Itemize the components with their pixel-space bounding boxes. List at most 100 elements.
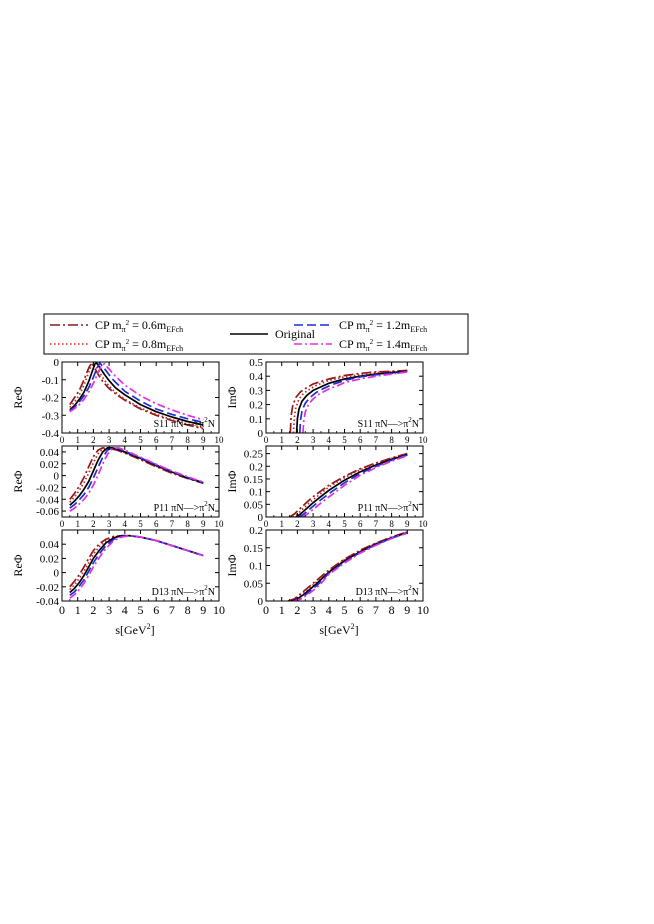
series-line-orig xyxy=(69,446,204,506)
x-tick-label: 7 xyxy=(373,603,379,617)
series-line-cp12 xyxy=(69,446,204,509)
series-group xyxy=(289,369,408,433)
x-tick-label-top: 5 xyxy=(138,519,143,529)
y-tick-label: -0.02 xyxy=(36,582,59,594)
x-tick-label-top: 10 xyxy=(215,435,225,445)
series-line-orig xyxy=(69,534,204,594)
y-axis-label: ReΦ xyxy=(11,470,25,492)
x-tick-label: 10 xyxy=(417,603,429,617)
x-tick-label: 5 xyxy=(342,603,348,617)
x-tick-label-top: 9 xyxy=(405,435,410,445)
y-tick-label: 0.15 xyxy=(244,474,264,486)
panel-annotation: P11 πN—>π2N xyxy=(358,500,419,514)
series-line-cp12 xyxy=(298,371,408,433)
x-tick-label-top: 7 xyxy=(374,519,379,529)
legend-label-cp06: CP mπ2 = 0.6mEFch xyxy=(95,318,183,334)
series-line-cp12 xyxy=(69,362,204,424)
x-tick-label-top: 8 xyxy=(185,435,190,445)
x-tick-label-top: 0 xyxy=(264,519,269,529)
x-axis-label-right: s[GeV2] xyxy=(319,622,358,637)
y-tick-label: 0.1 xyxy=(249,414,263,426)
x-tick-label-top: 1 xyxy=(75,519,80,529)
series-line-cp06 xyxy=(287,530,408,601)
y-tick-label: 0 xyxy=(258,596,264,608)
x-tick-label-top: 0 xyxy=(60,519,65,529)
y-tick-label: -0.04 xyxy=(36,494,59,506)
x-tick-label: 9 xyxy=(404,603,410,617)
chart-panel-d13-im: 0011223344556677889910100.20.150.10.050I… xyxy=(225,519,429,617)
x-tick-label-top: 9 xyxy=(405,519,410,529)
x-tick-label-top: 4 xyxy=(123,519,128,529)
y-axis-label: ImΦ xyxy=(225,470,239,492)
series-line-cp06 xyxy=(69,362,204,430)
series-line-cp06 xyxy=(69,534,204,588)
series-line-cp14 xyxy=(294,532,408,601)
x-tick-label-top: 6 xyxy=(154,519,159,529)
shared-xlabel-right: s[GeV2] xyxy=(319,622,358,637)
y-tick-label: -0.2 xyxy=(42,393,59,405)
shared-xlabel-left: s[GeV2] xyxy=(115,622,154,637)
y-tick-label: 0.25 xyxy=(244,449,264,461)
x-tick-label-top: 8 xyxy=(389,519,394,529)
y-tick-label: 0.05 xyxy=(244,578,264,590)
x-tick-label-top: 9 xyxy=(201,519,206,529)
x-tick-label-top: 3 xyxy=(107,519,112,529)
x-tick-label-top: 5 xyxy=(342,519,347,529)
series-line-cp12 xyxy=(292,531,408,601)
panel-annotation: P11 πN—>π2N xyxy=(154,500,215,514)
series-line-cp12 xyxy=(298,454,408,517)
x-tick-label-top: 10 xyxy=(419,435,429,445)
x-tick-label-top: 2 xyxy=(295,519,300,529)
y-tick-label: 0.5 xyxy=(249,357,263,369)
x-tick-label-top: 0 xyxy=(264,435,269,445)
series-group xyxy=(69,362,204,430)
series-group xyxy=(287,530,408,601)
series-line-cp08 xyxy=(292,453,408,517)
series-line-cp14 xyxy=(69,534,204,599)
y-tick-label: 0.2 xyxy=(249,400,263,412)
series-line-cp08 xyxy=(292,369,408,433)
y-tick-label: -0.06 xyxy=(36,506,59,518)
y-tick-label: -0.4 xyxy=(42,428,60,440)
x-tick-label-top: 10 xyxy=(215,519,225,529)
y-tick-label: -0.1 xyxy=(42,375,59,387)
x-tick-label-top: 8 xyxy=(389,435,394,445)
x-tick-label-top: 5 xyxy=(342,435,347,445)
series-line-cp14 xyxy=(302,371,408,433)
x-tick-label: 6 xyxy=(153,603,159,617)
x-tick-label: 1 xyxy=(279,603,285,617)
series-line-cp06 xyxy=(289,369,408,433)
y-tick-label: 0.04 xyxy=(40,539,60,551)
series-group xyxy=(69,446,204,512)
x-tick-label-top: 8 xyxy=(185,519,190,529)
panel-annotation: D13 πN—>π2N xyxy=(152,584,215,598)
y-tick-label: 0.02 xyxy=(40,459,59,471)
x-tick-label-top: 9 xyxy=(201,435,206,445)
y-tick-label: -0.3 xyxy=(42,410,60,422)
x-tick-label: 7 xyxy=(169,603,175,617)
x-tick-label-top: 7 xyxy=(170,519,175,529)
series-line-orig xyxy=(295,453,408,517)
y-tick-label: 0 xyxy=(258,512,264,524)
y-tick-label: 0.4 xyxy=(249,371,263,383)
panel-annotation: S11 πN—>π2N xyxy=(154,416,215,430)
legend-label-orig: Original xyxy=(275,327,316,341)
x-tick-label: 5 xyxy=(138,603,144,617)
x-tick-label: 9 xyxy=(200,603,206,617)
x-tick-label: 10 xyxy=(213,603,225,617)
y-tick-label: 0 xyxy=(54,357,60,369)
x-tick-label-top: 1 xyxy=(75,435,80,445)
y-tick-label: 0.2 xyxy=(249,461,263,473)
y-tick-label: 0 xyxy=(54,471,60,483)
x-tick-label-top: 6 xyxy=(154,435,159,445)
x-tick-label-top: 1 xyxy=(279,435,284,445)
x-axis-label-left: s[GeV2] xyxy=(115,622,154,637)
y-tick-label: 0.04 xyxy=(40,447,60,459)
